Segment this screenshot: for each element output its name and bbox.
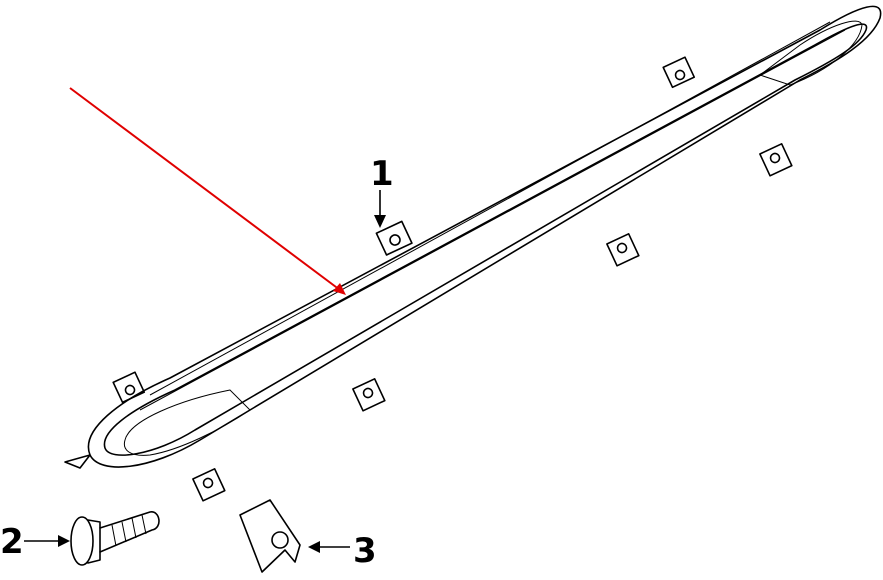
highlight-arrow (69, 87, 346, 295)
callout-2-label: 2 (0, 522, 24, 562)
callout-3-label: 3 (353, 531, 377, 571)
callout-2: 2 (0, 522, 70, 562)
arrowhead-icon (374, 215, 386, 228)
tab (192, 468, 226, 502)
reflector-strip (64, 5, 882, 469)
callout-1: 1 (370, 154, 394, 228)
tab (112, 371, 146, 404)
tab (606, 233, 640, 267)
tab (375, 220, 413, 256)
tab (352, 378, 386, 412)
callout-1-label: 1 (370, 154, 394, 194)
arrowhead-icon (58, 535, 70, 547)
mounting-tabs (112, 56, 793, 502)
screw-part (70, 511, 160, 566)
tab (662, 56, 696, 89)
arrowhead-icon (308, 541, 320, 553)
highlight-arrow-line (69, 87, 341, 291)
clip-nut-part (239, 499, 301, 573)
tab (759, 143, 793, 177)
arrowhead-icon (333, 283, 346, 295)
callout-3: 3 (308, 531, 377, 571)
